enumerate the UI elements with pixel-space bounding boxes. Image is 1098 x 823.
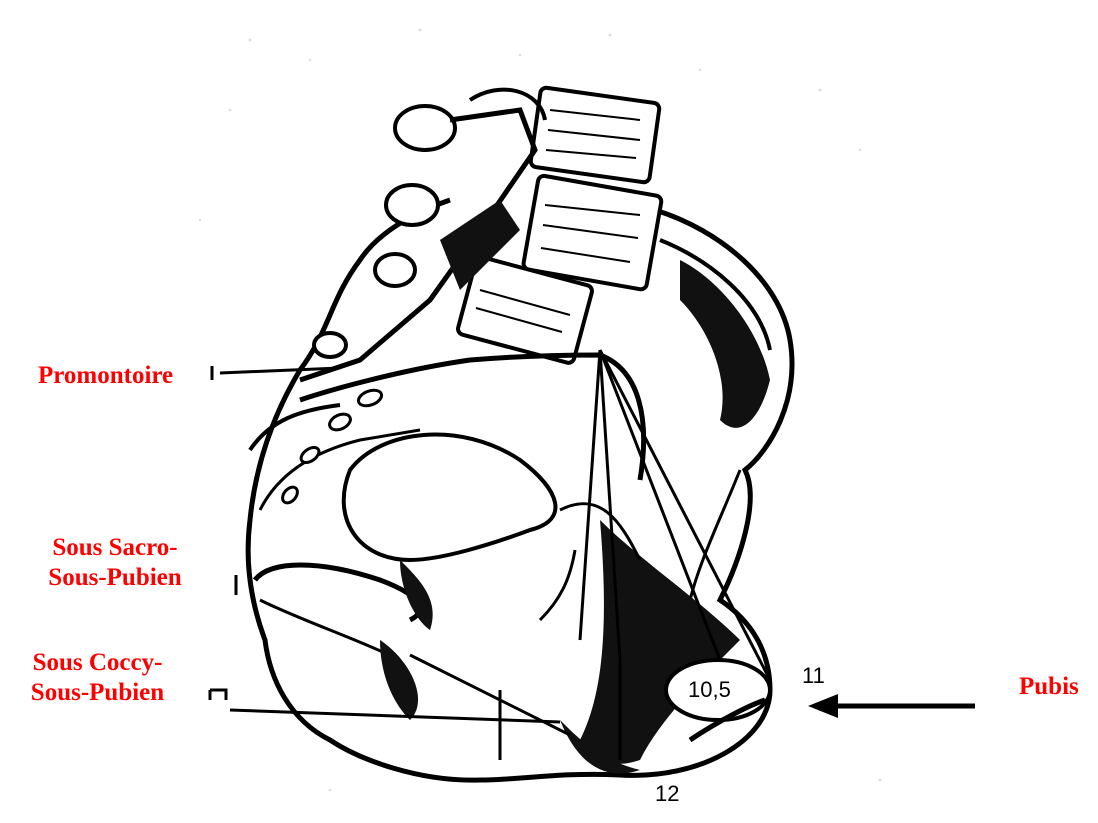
label-pubis: Pubis bbox=[1019, 672, 1079, 702]
measurement-11: 11 bbox=[802, 664, 825, 688]
label-sous-sacro-line1: Sous Sacro- bbox=[20, 533, 210, 563]
label-sous-sacro-line2: Sous-Pubien bbox=[20, 563, 210, 593]
label-sous-coccy-line1: Sous Coccy- bbox=[0, 648, 195, 678]
label-sous-sacro-sous-pubien: Sous Sacro- Sous-Pubien bbox=[20, 533, 210, 593]
measurement-10-5: 10,5 bbox=[688, 678, 731, 702]
measurement-12: 12 bbox=[655, 782, 679, 806]
label-sous-coccy-sous-pubien: Sous Coccy- Sous-Pubien bbox=[0, 648, 195, 708]
label-sous-coccy-line2: Sous-Pubien bbox=[0, 678, 195, 708]
label-promontoire: Promontoire bbox=[38, 361, 173, 391]
